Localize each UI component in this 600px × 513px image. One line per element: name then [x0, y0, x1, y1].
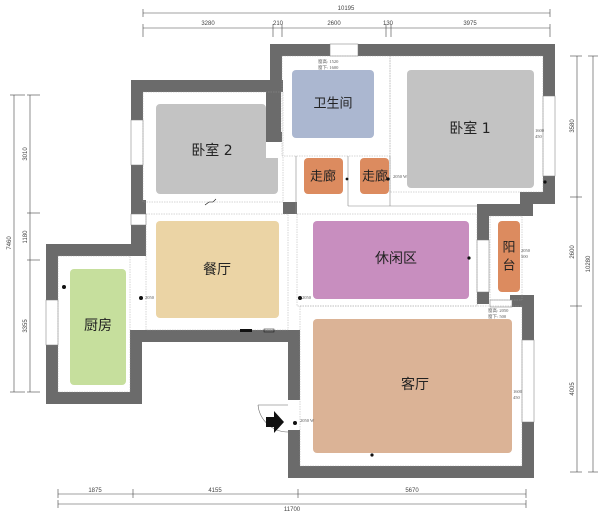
room-corridor-2[interactable]: 走廊: [360, 158, 389, 194]
room-label-balcony-1: 阳: [502, 241, 515, 256]
annotation-balcony-side-sill: 500: [521, 254, 529, 259]
annotation-bath-window-height: 窗高: 1520: [318, 58, 339, 65]
bottom-dimensions: 1875 4155 5670 11700: [57, 488, 527, 513]
dim-right-3: 4005: [570, 382, 576, 396]
annotation-corridor-door: 2050 W: [393, 174, 408, 179]
dim-left-3: 3355: [23, 319, 29, 333]
annotation-balcony-side: 2050: [521, 248, 531, 253]
entrance-door[interactable]: [257, 404, 289, 433]
annotation-bedroom1-window-sill: 450: [535, 134, 543, 139]
room-bedroom-2[interactable]: 卧室 2: [156, 104, 278, 194]
dim-top-2: 210: [273, 21, 284, 27]
room-bathroom[interactable]: 卫生间: [292, 70, 374, 138]
annotation-bedroom1-window: 1600: [535, 128, 545, 133]
room-label-living: 客厅: [401, 376, 429, 393]
dim-right-total: 10280: [586, 255, 592, 272]
room-corridor-1[interactable]: 走廊: [304, 158, 343, 194]
annotation-living-window: 1600: [513, 389, 523, 394]
room-label-leisure: 休闲区: [375, 251, 417, 267]
annotation-dining-door-right: 2050: [302, 295, 312, 300]
annotations: 窗高: 1520 窗下: 1600 2050 W 1600 450 窗高: 20…: [145, 58, 545, 423]
room-label-bedroom-2: 卧室 2: [191, 142, 232, 159]
room-dining[interactable]: 餐厅: [156, 221, 279, 318]
dim-top-3: 2600: [327, 21, 341, 27]
annotation-living-window-sill: 450: [513, 395, 521, 400]
annotation-balcony-window-height: 窗高: 2050: [488, 307, 509, 314]
dim-bottom-3: 5670: [405, 488, 419, 494]
annotation-bath-window-sill: 窗下: 1600: [318, 64, 339, 71]
room-kitchen[interactable]: 厨房: [70, 269, 126, 385]
dim-top-5: 3975: [463, 21, 477, 27]
room-label-bathroom: 卫生间: [313, 97, 352, 112]
room-balcony[interactable]: 阳 台: [498, 221, 520, 292]
dim-left-1: 3010: [23, 147, 29, 161]
right-dimensions: 3580 2600 4005 10280: [570, 55, 598, 473]
annotation-balcony-window-sill: 窗下: 500: [488, 313, 507, 320]
dim-right-1: 3580: [570, 119, 576, 133]
dim-right-2: 2600: [570, 245, 576, 259]
entrance-arrow-icon: [266, 411, 284, 433]
room-living[interactable]: 客厅: [313, 319, 512, 453]
left-dimensions: 7460 3010 1180 3355: [7, 94, 40, 393]
room-label-kitchen: 厨房: [84, 318, 112, 334]
room-label-balcony-2: 台: [502, 259, 515, 274]
room-label-corridor-1: 走廊: [310, 169, 336, 185]
annotation-entrance-door: 2050 W: [300, 418, 315, 423]
annotation-dining-door-left: 2050: [145, 295, 155, 300]
dim-left-2: 1180: [23, 230, 29, 244]
dim-bottom-total: 11700: [284, 507, 301, 513]
dim-top-4: 130: [383, 21, 394, 27]
top-dimensions: 10195 3280 210 2600 130 3975: [142, 6, 551, 37]
dim-bottom-2: 4155: [208, 488, 222, 494]
room-bedroom-1[interactable]: 卧室 1: [407, 70, 534, 188]
room-label-bedroom-1: 卧室 1: [449, 120, 490, 137]
dim-top-1: 3280: [201, 21, 215, 27]
switch-icons: [62, 177, 547, 457]
dim-left-total: 7460: [7, 236, 13, 250]
dim-bottom-1: 1875: [88, 488, 102, 494]
room-label-corridor-2: 走廊: [362, 169, 388, 185]
room-label-dining: 餐厅: [203, 262, 231, 278]
dim-top-total: 10195: [338, 6, 355, 12]
room-leisure[interactable]: 休闲区: [313, 221, 469, 299]
